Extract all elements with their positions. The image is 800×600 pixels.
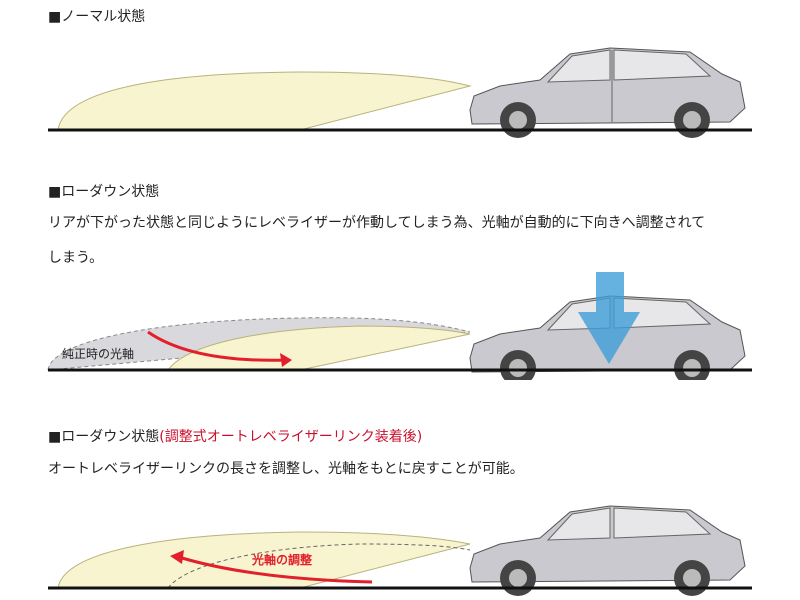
- car-illustration: [469, 47, 746, 138]
- car-illustration: [469, 505, 746, 596]
- section-lowdown-text-line1: リアが下がった状態と同じようにレベライザーが作動してしまう為、光軸が自動的に下向…: [48, 215, 706, 231]
- normal-beam-diagram: [48, 47, 752, 138]
- beam-adjust-label: 光軸の調整: [251, 552, 312, 567]
- headlight-beam: [57, 71, 472, 131]
- downward-adjust-arrow: [147, 330, 291, 362]
- section-adjusted-text: オートレベライザーリンクの長さを調整し、光軸をもとに戻すことが可能。: [48, 461, 524, 477]
- section-adjusted-note: (調整式オートレベライザーリンク装着後): [159, 429, 423, 445]
- down-arrow-shaft: [596, 272, 624, 312]
- adjusted-beam-diagram: 光軸の調整: [48, 505, 752, 596]
- lowdown-beam-diagram: 純正時の光軸: [47, 272, 752, 380]
- section-adjusted-heading: ■ローダウン状態(調整式オートレベライザーリンク装着後): [48, 428, 422, 446]
- restored-beam: [57, 531, 471, 589]
- section-lowdown-heading: ■ローダウン状態: [48, 184, 160, 200]
- upward-adjust-arrow: [181, 556, 373, 584]
- original-beam-label: 純正時の光軸: [62, 347, 134, 361]
- section-normal-heading: ■ノーマル状態: [48, 9, 146, 25]
- lowered-beam-ghost: [167, 543, 471, 589]
- down-arrow-head: [578, 312, 640, 364]
- section-lowdown-text-line2: しまう。: [48, 250, 104, 266]
- section-adjusted-title: ■ローダウン状態: [48, 429, 160, 445]
